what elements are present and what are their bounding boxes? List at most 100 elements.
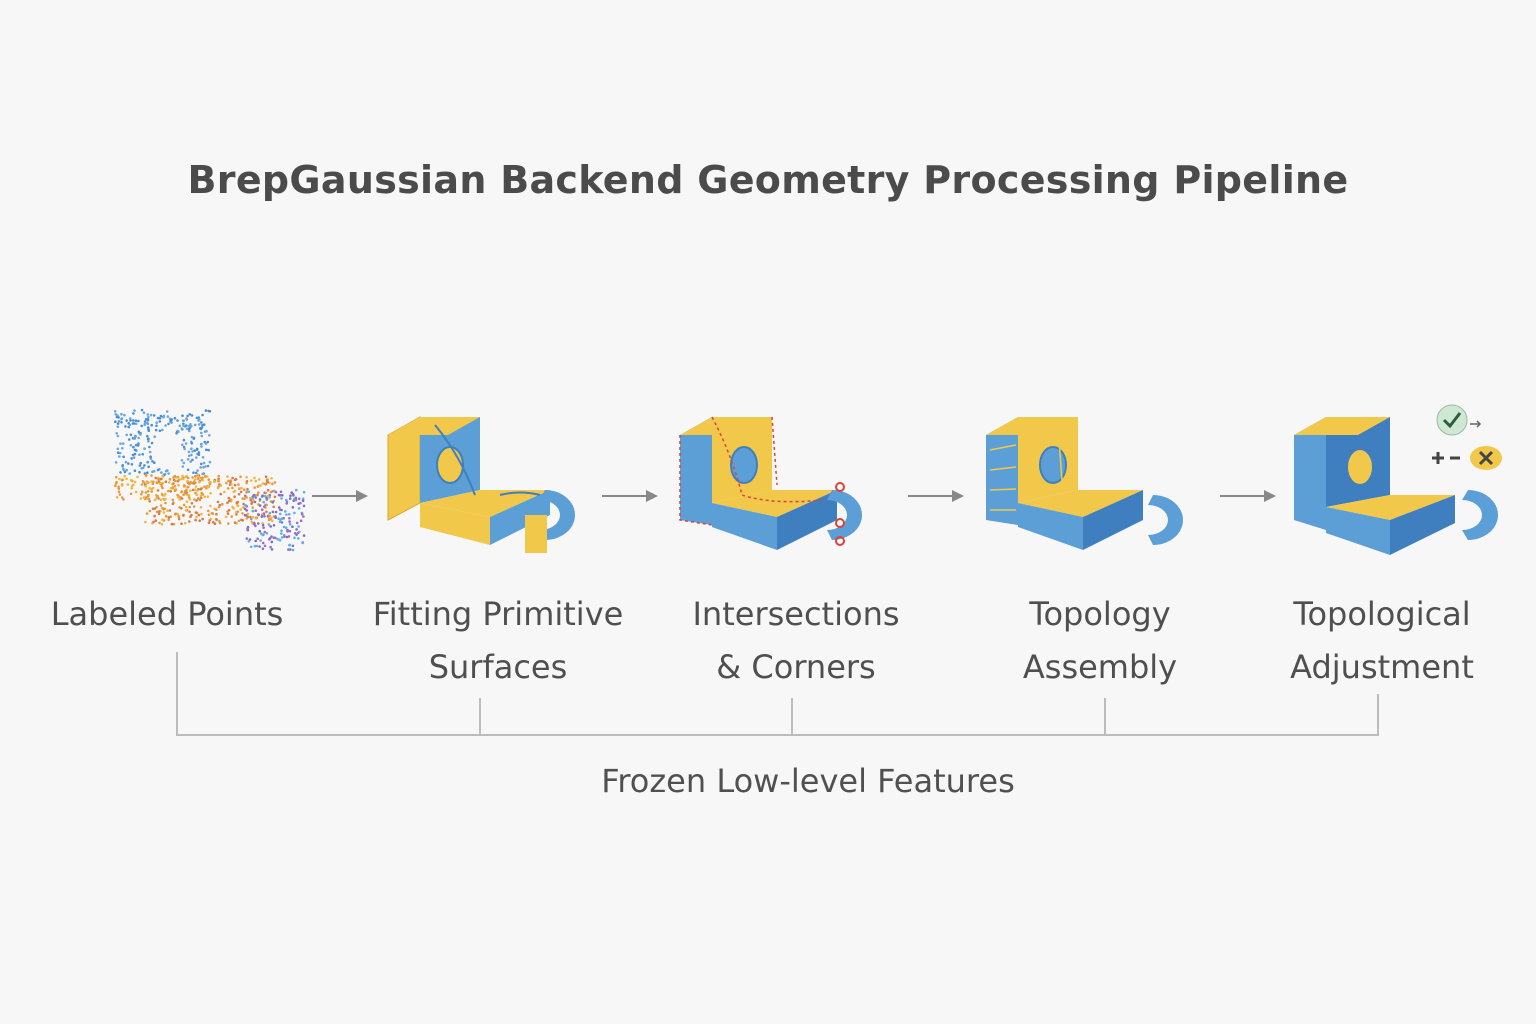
point — [121, 464, 124, 467]
point — [138, 470, 141, 474]
point — [144, 481, 148, 485]
point — [201, 413, 204, 417]
point — [288, 529, 292, 533]
point — [270, 540, 274, 544]
point — [167, 518, 170, 522]
point — [188, 429, 191, 433]
point — [158, 417, 162, 420]
point — [195, 447, 199, 451]
point — [169, 490, 172, 493]
point — [147, 497, 151, 501]
point — [187, 424, 191, 428]
point — [145, 512, 149, 515]
point — [280, 497, 283, 500]
point — [202, 461, 206, 465]
point — [184, 475, 187, 479]
point — [195, 499, 198, 502]
point — [122, 455, 125, 459]
point — [158, 521, 161, 525]
point — [181, 477, 184, 481]
point — [213, 480, 216, 483]
point — [291, 525, 294, 528]
point — [299, 501, 302, 505]
adjustment-symbols — [1432, 404, 1502, 470]
point — [218, 503, 222, 507]
point — [166, 509, 169, 513]
point — [178, 424, 182, 428]
point — [154, 519, 158, 522]
point — [194, 475, 197, 478]
point — [256, 537, 259, 541]
point — [129, 433, 133, 437]
point — [263, 494, 267, 498]
point — [217, 485, 221, 488]
point — [240, 486, 243, 490]
point — [146, 413, 150, 416]
point — [234, 477, 238, 481]
point — [183, 447, 186, 451]
point — [159, 481, 162, 485]
point — [217, 505, 221, 509]
point — [140, 492, 143, 496]
stage-5-line-2: Adjustment — [1290, 648, 1474, 686]
point — [283, 535, 286, 538]
point — [262, 526, 265, 529]
point — [115, 415, 119, 419]
point — [195, 416, 199, 420]
point — [182, 422, 185, 426]
point — [290, 491, 293, 494]
point — [147, 415, 150, 419]
point — [187, 496, 191, 499]
point — [235, 501, 239, 504]
point — [292, 494, 295, 497]
point — [271, 510, 275, 514]
point — [116, 422, 120, 425]
point — [182, 503, 186, 507]
point — [190, 435, 194, 439]
point — [168, 481, 171, 484]
point — [203, 495, 206, 499]
point — [233, 483, 237, 487]
point — [279, 490, 283, 493]
stage-4-line-1: Topology — [1029, 595, 1171, 633]
point — [191, 476, 194, 479]
point — [115, 432, 118, 435]
point — [194, 485, 198, 488]
point — [279, 494, 282, 497]
point — [113, 410, 117, 413]
point — [215, 518, 218, 521]
point — [295, 488, 298, 492]
point — [268, 517, 271, 521]
point — [153, 514, 156, 518]
point — [144, 473, 148, 477]
point — [245, 490, 248, 494]
point — [281, 494, 284, 497]
point — [184, 509, 188, 512]
point — [114, 420, 117, 423]
point — [133, 436, 137, 439]
point — [154, 476, 158, 480]
point — [190, 414, 194, 417]
point — [164, 424, 167, 427]
point — [130, 487, 133, 490]
point — [139, 497, 143, 500]
point — [143, 447, 146, 450]
point — [142, 496, 146, 499]
point — [207, 521, 211, 524]
point — [288, 497, 292, 500]
point — [215, 512, 218, 516]
point — [138, 464, 142, 467]
point — [245, 509, 248, 512]
point — [159, 504, 163, 507]
point — [139, 461, 142, 465]
point — [285, 513, 288, 516]
point — [237, 483, 240, 486]
point — [246, 527, 249, 531]
point — [147, 428, 150, 431]
point — [120, 484, 124, 487]
point — [171, 498, 175, 502]
point — [292, 497, 296, 501]
point — [137, 436, 140, 440]
point — [196, 489, 199, 492]
point — [237, 493, 241, 496]
